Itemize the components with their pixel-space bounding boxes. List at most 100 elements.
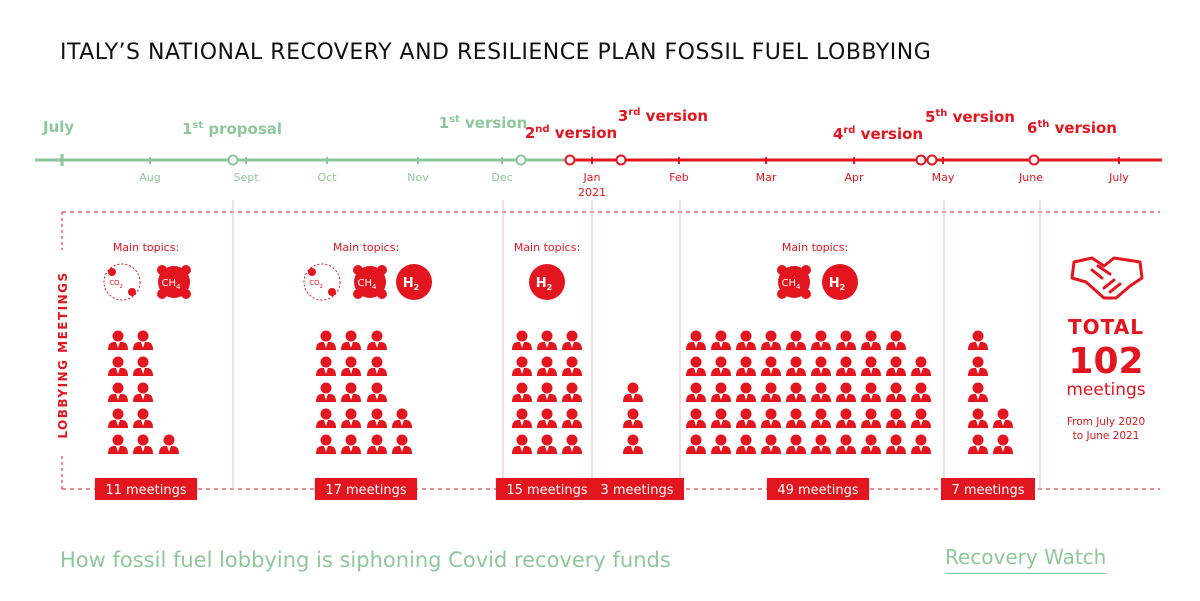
person-icon [316,382,336,402]
person-icon [159,434,179,454]
person-icon [836,434,856,454]
meetings-count-label: 7 meetings [951,483,1024,498]
version-label-v5: 5th version [925,108,1015,126]
person-icon [537,356,557,376]
person-icon [836,408,856,428]
version-marker [1028,154,1040,166]
person-icon [811,408,831,428]
person-icon [736,408,756,428]
person-icon [562,382,582,402]
person-icon [736,330,756,350]
timeline-month-label: Aug [139,171,160,184]
person-icon [686,408,706,428]
person-icon [686,382,706,402]
person-icon [811,330,831,350]
version-marker [615,154,627,166]
timeline-month-label: Apr [844,171,864,184]
person-icon [316,356,336,376]
person-icon [993,408,1013,428]
person-icon [512,434,532,454]
person-icon [861,356,881,376]
person-icon [562,356,582,376]
person-icon [537,330,557,350]
timeline-month-label: Sept [233,171,259,184]
h2-icon: H2 [396,264,432,300]
person-icon [886,408,906,428]
person-icon [686,434,706,454]
person-icon [761,408,781,428]
timeline-month-label: May [932,171,955,184]
person-icon [911,382,931,402]
person-icon [108,356,128,376]
person-icon [108,434,128,454]
person-icon [811,356,831,376]
person-icon [736,382,756,402]
person-icon [786,382,806,402]
person-icon [786,434,806,454]
person-icon [861,382,881,402]
meetings-count-badge [314,478,418,500]
person-icon [392,434,412,454]
person-icon [512,356,532,376]
person-icon [562,330,582,350]
page-title: ITALY’S NATIONAL RECOVERY AND RESILIENCE… [60,40,932,65]
person-icon [861,434,881,454]
total-label: TOTAL [1068,315,1144,339]
person-icon [686,330,706,350]
meetings-count-badge [495,478,599,500]
page-subtitle: How fossil fuel lobbying is siphoning Co… [60,548,671,572]
person-icon [367,356,387,376]
ch4-icon: CH4 [777,265,811,299]
person-icon [133,330,153,350]
person-icon [861,408,881,428]
person-icon [367,330,387,350]
person-icon [562,408,582,428]
co2-icon: CO2 [303,263,341,301]
timeline-month-label: July [1108,171,1129,184]
total-unit: meetings [1066,380,1145,400]
co2-icon: CO2 [103,263,141,301]
meetings-count-badge [590,478,684,500]
person-icon [761,382,781,402]
person-icon [711,434,731,454]
person-icon [537,382,557,402]
person-icon [911,434,931,454]
timeline-month-label: Nov [407,171,429,184]
timeline-start-label: July [42,118,74,136]
meetings-count-badge [766,478,870,500]
version-marker [915,154,927,166]
timeline-year-label: 2021 [578,186,606,199]
person-icon [133,408,153,428]
person-icon [108,408,128,428]
person-icon [886,356,906,376]
lobbying-meetings-side-label: LOBBYING MEETINGS [56,271,70,438]
person-icon [811,434,831,454]
svg-text:CO2: CO2 [309,279,323,290]
person-icon [341,382,361,402]
person-icon [341,434,361,454]
person-icon [108,330,128,350]
person-icon [761,356,781,376]
meetings-count-label: 15 meetings [506,483,588,498]
person-icon [686,356,706,376]
main-topics-label: Main topics: [514,241,580,254]
svg-text:CO2: CO2 [109,279,123,290]
person-icon [537,434,557,454]
person-icon [711,382,731,402]
main-topics-label: Main topics: [333,241,399,254]
version-label-v3: 3rd version [618,107,708,125]
version-label-v4: 4rd version [833,125,923,143]
person-icon [341,330,361,350]
person-icon [736,356,756,376]
person-icon [623,408,643,428]
person-icon [367,382,387,402]
person-icon [911,408,931,428]
period-p5: Main topics:49 meetings [766,241,870,500]
timeline-month-label: Feb [669,171,688,184]
person-icon [562,434,582,454]
period-p6: 7 meetings [941,478,1035,500]
person-icon [786,356,806,376]
person-icon [341,408,361,428]
